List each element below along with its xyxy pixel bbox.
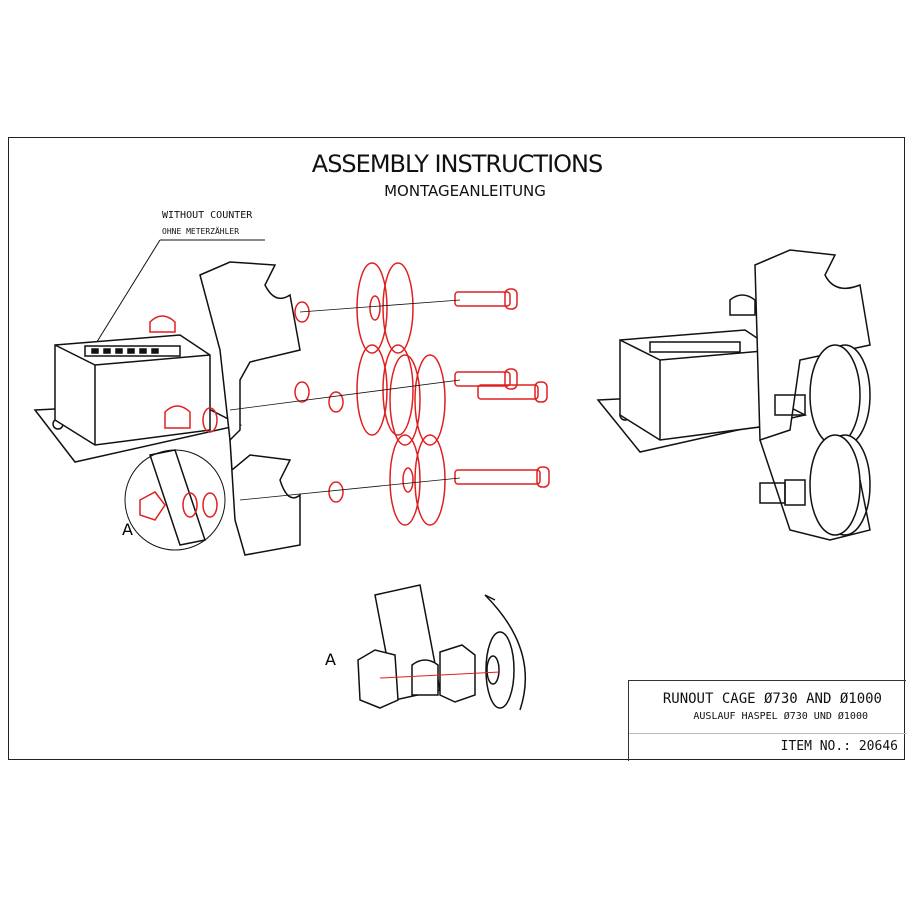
pulley-middle <box>356 344 446 446</box>
detail-circle-a <box>124 449 226 551</box>
assembly-axis-lines <box>229 299 461 501</box>
title-block-name-de: AUSLAUF HASPEL Ø730 UND Ø1000 <box>693 711 868 722</box>
title-block-name-en: RUNOUT CAGE Ø730 AND Ø1000 <box>662 691 882 707</box>
left-counter-assembly <box>33 334 243 463</box>
nuts-and-washers <box>139 301 344 521</box>
title-block: RUNOUT CAGE Ø730 AND Ø1000 AUSLAUF HASPE… <box>628 680 906 761</box>
right-assembled-view <box>596 249 871 541</box>
bolts <box>454 288 550 488</box>
detail-label-left: A <box>122 520 133 539</box>
title-block-item-number: ITEM NO.: 20646 <box>780 739 898 754</box>
detail-label-bottom: A <box>325 650 336 669</box>
pulley-top <box>356 262 414 354</box>
pulley-bottom <box>389 434 446 526</box>
drawing-frame <box>8 137 905 760</box>
detail-a-view <box>357 584 527 711</box>
callout-label-de: OHNE METERZÄHLER <box>162 227 240 236</box>
page-subtitle: MONTAGEANLEITUNG <box>384 182 546 200</box>
exploded-parts <box>139 262 550 526</box>
page-title: ASSEMBLY INSTRUCTIONS <box>311 150 603 178</box>
title-block-divider <box>629 733 906 734</box>
callout-leader <box>94 239 265 346</box>
callout-label-en: WITHOUT COUNTER <box>162 210 253 221</box>
